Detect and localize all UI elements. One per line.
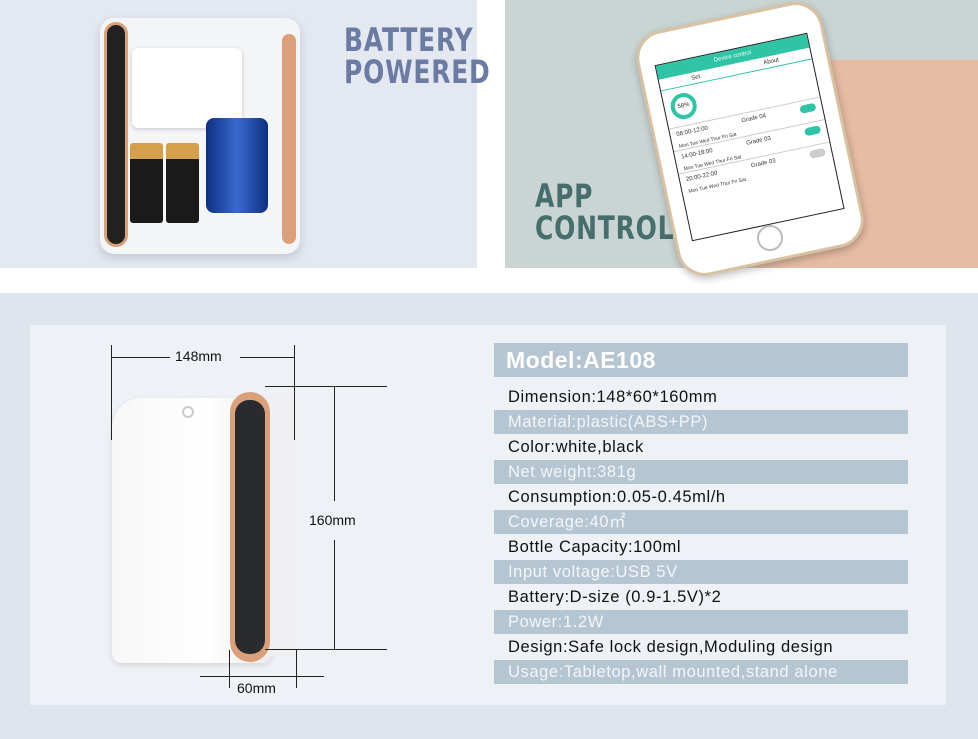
spec-row: Consumption:0.05-0.45ml/h	[508, 488, 726, 506]
height-label: 160mm	[309, 512, 356, 528]
schedule-grade: Grade 03	[745, 135, 772, 147]
app-control-panel: APP CONTROL Device control Set About 58%…	[505, 0, 978, 282]
toggle-on[interactable]	[804, 125, 822, 137]
bottle-image	[206, 118, 268, 213]
spec-row: Net weight:381g	[494, 460, 908, 484]
spec-row: Usage:Tabletop,wall mounted,stand alone	[494, 660, 908, 684]
spec-row: Design:Safe lock design,Moduling design	[508, 638, 834, 656]
spec-row: Bottle Capacity:100ml	[508, 538, 682, 556]
spec-row: Color:white,black	[508, 438, 644, 456]
spec-row: Coverage:40㎡	[494, 510, 908, 534]
battery-icon	[130, 143, 163, 223]
width-label: 148mm	[175, 348, 222, 364]
depth-label: 60mm	[237, 680, 276, 696]
device-cutaway-image	[100, 18, 300, 254]
app-tab-set[interactable]: Set	[690, 74, 701, 82]
app-gauge: 58%	[668, 90, 700, 122]
schedule-grade: Grade 03	[750, 158, 777, 170]
battery-title-line2: POWERED	[344, 53, 491, 91]
battery-powered-panel: BATTERY POWERED	[0, 0, 490, 268]
spec-row: Dimension:148*60*160mm	[508, 388, 718, 406]
app-tab-about[interactable]: About	[762, 57, 780, 67]
app-title-line2: CONTROL	[535, 209, 675, 247]
toggle-off[interactable]	[808, 147, 827, 159]
battery-icon	[166, 143, 199, 223]
home-button-icon	[754, 222, 786, 254]
spec-row: Material:plastic(ABS+PP)	[494, 410, 908, 434]
app-title-line1: APP	[535, 177, 594, 215]
spec-row: Input voltage:USB 5V	[494, 560, 908, 584]
toggle-on[interactable]	[799, 102, 817, 114]
spec-row: Battery:D-size (0.9-1.5V)*2	[508, 588, 722, 606]
model-header: Model:AE108	[494, 343, 908, 377]
product-image	[112, 388, 297, 668]
battery-title-line1: BATTERY	[344, 21, 474, 59]
spec-row: Power:1.2W	[494, 610, 908, 634]
schedule-grade: Grade 04	[741, 113, 767, 125]
